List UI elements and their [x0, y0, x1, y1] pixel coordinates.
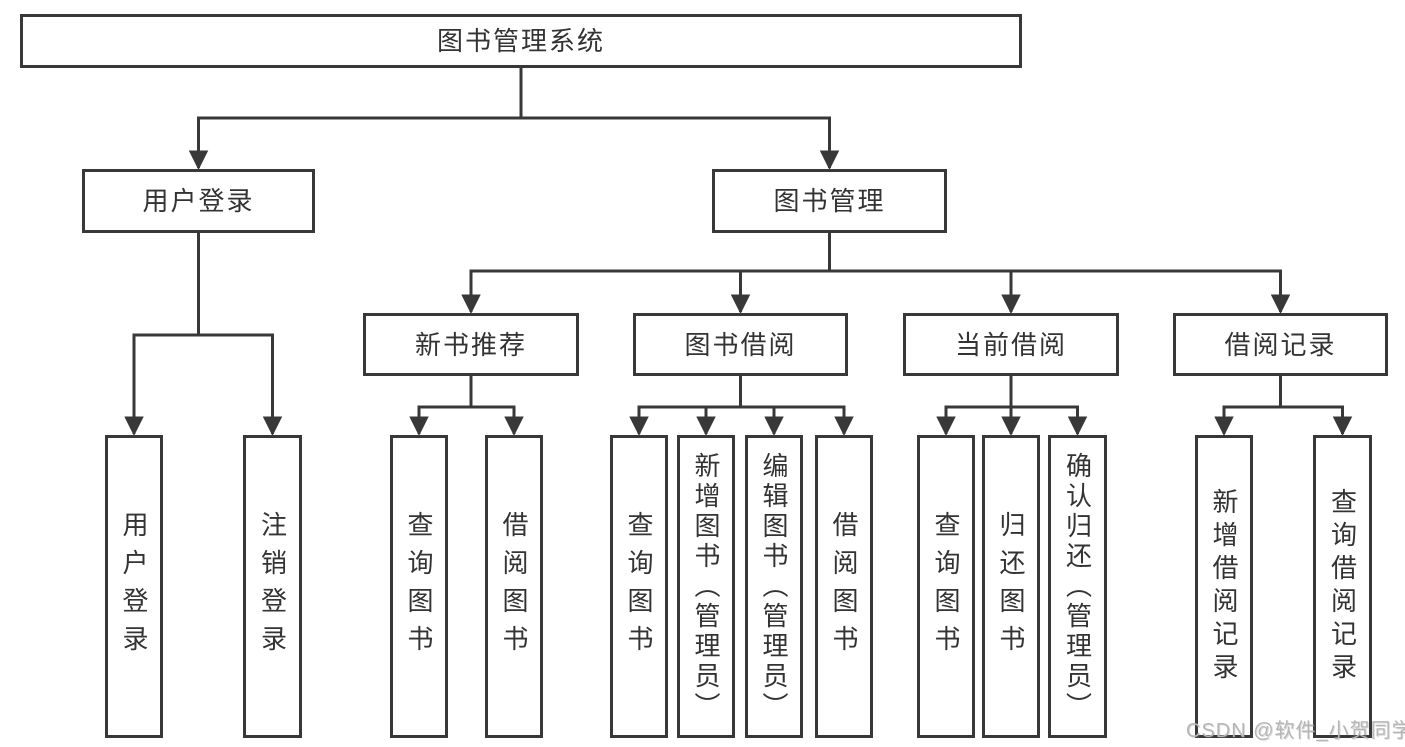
node-current: 当前借阅 [903, 313, 1119, 376]
node-label-root: 图书管理系统 [436, 26, 605, 56]
node-label-rec_query: 查询借阅记录 [1327, 487, 1358, 686]
node-label-login_logout: 注销登录 [257, 510, 288, 663]
node-bw_add: 新增图书（管理员） [677, 435, 735, 738]
node-label-bw_add: 新增图书（管理员） [691, 451, 721, 722]
node-bw_borrow: 借阅图书 [815, 435, 873, 738]
node-label-login: 用户登录 [142, 186, 255, 216]
node-login_logout: 注销登录 [243, 435, 302, 738]
node-label-bw_borrow: 借阅图书 [829, 510, 859, 663]
node-label-current: 当前借阅 [954, 329, 1067, 360]
node-borrow: 图书借阅 [633, 313, 848, 376]
node-nb_query: 查询图书 [390, 435, 448, 738]
node-cur_query: 查询图书 [917, 435, 975, 738]
node-label-borrow: 图书借阅 [684, 329, 797, 360]
node-rec_query: 查询借阅记录 [1313, 435, 1372, 738]
node-label-records: 借阅记录 [1224, 329, 1337, 360]
node-label-newbook: 新书推荐 [414, 329, 527, 360]
node-label-login_user: 用户登录 [119, 510, 149, 663]
node-root: 图书管理系统 [20, 14, 1022, 68]
node-cur_return: 归还图书 [982, 435, 1040, 738]
node-label-rec_add: 新增借阅记录 [1209, 487, 1239, 686]
node-nb_borrow: 借阅图书 [485, 435, 543, 738]
node-label-cur_query: 查询图书 [931, 510, 961, 663]
node-rec_add: 新增借阅记录 [1195, 435, 1253, 738]
watermark: CSDN @软件_小贺同学 [1186, 720, 1405, 742]
node-login_user: 用户登录 [105, 435, 163, 738]
node-newbook: 新书推荐 [363, 313, 579, 376]
node-bw_edit: 编辑图书（管理员） [745, 435, 803, 738]
node-label-cur_return: 归还图书 [996, 510, 1026, 663]
node-label-nb_borrow: 借阅图书 [499, 510, 529, 663]
node-label-nb_query: 查询图书 [404, 510, 434, 663]
node-label-cur_confirm: 确认归还（管理员） [1062, 451, 1093, 722]
node-records: 借阅记录 [1173, 313, 1388, 376]
node-cur_confirm: 确认归还（管理员） [1048, 435, 1107, 738]
node-label-bw_query: 查询图书 [624, 510, 654, 663]
node-login: 用户登录 [82, 169, 315, 233]
node-mgmt: 图书管理 [712, 169, 947, 233]
node-label-mgmt: 图书管理 [773, 186, 886, 216]
node-label-bw_edit: 编辑图书（管理员） [759, 451, 789, 722]
node-bw_query: 查询图书 [610, 435, 668, 738]
